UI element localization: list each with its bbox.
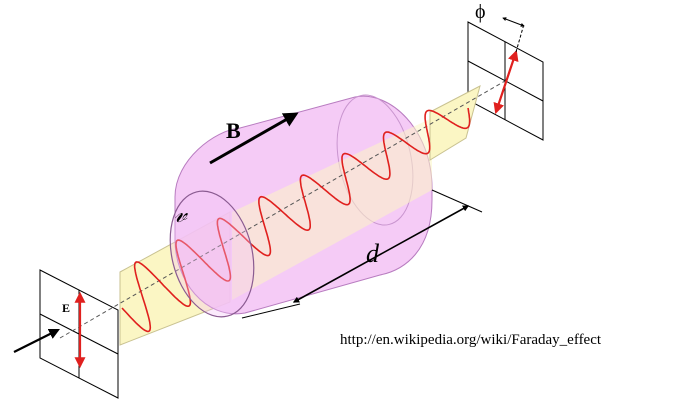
electric-field-label: E <box>62 301 70 315</box>
verdet-constant-label: 𝓋 <box>174 199 188 228</box>
path-length-dimension <box>241 189 483 319</box>
rotated-e-field-arrow <box>493 49 519 115</box>
phi-arc <box>502 17 525 27</box>
rotation-angle-label: ϕ <box>475 1 486 23</box>
optical-axis <box>59 80 506 339</box>
magnetic-field-label: B <box>226 118 241 143</box>
source-caption: http://en.wikipedia.org/wiki/Faraday_eff… <box>340 332 602 348</box>
medium-cylinder-front-face <box>169 190 255 318</box>
incident-light-arrow <box>13 329 60 353</box>
magnetic-field-arrow <box>209 112 299 165</box>
polarization-plane-right <box>429 85 481 161</box>
path-length-label: d <box>366 239 380 268</box>
